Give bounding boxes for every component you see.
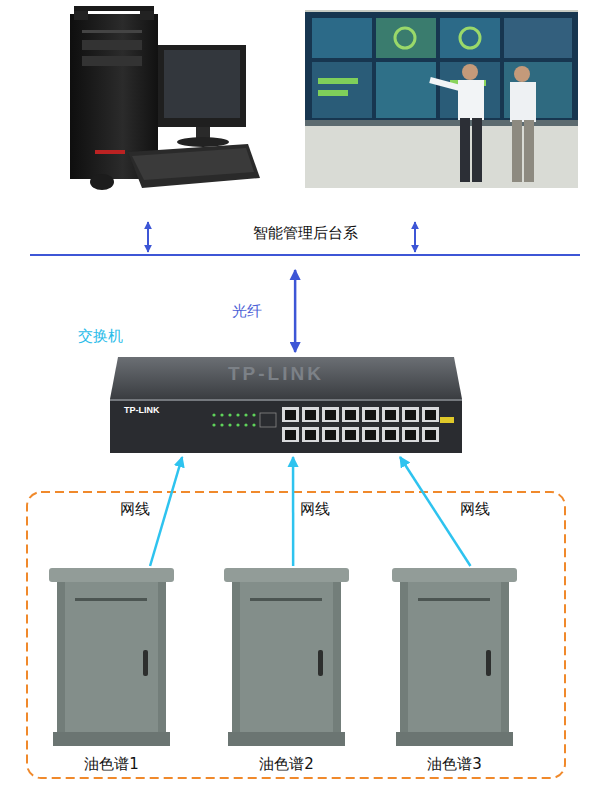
- dashed-group: [27, 492, 565, 778]
- connector-arrow: [150, 457, 182, 566]
- monitor-cabinet: 油色谱3: [388, 568, 521, 746]
- double-arrow: [147, 222, 149, 252]
- network-switch: 交换机TP-LINKTP-LINK: [110, 355, 462, 455]
- monitor-cabinet: 油色谱2: [220, 568, 353, 746]
- computer-illustration: [70, 6, 260, 190]
- brand-text: TP-LINK: [124, 405, 160, 415]
- bus-label: 智能管理后台系: [253, 224, 358, 243]
- connector-arrow: [294, 270, 297, 352]
- connector-label: 网线: [300, 500, 330, 519]
- connector-label: 光纤: [232, 302, 262, 321]
- cabinet-label: 油色谱2: [220, 755, 353, 774]
- double-arrow: [414, 222, 416, 252]
- switch-label: 交换机: [78, 327, 123, 346]
- cabinet-label: 油色谱3: [388, 755, 521, 774]
- connector-label: 网线: [460, 500, 490, 519]
- cabinet-illustration: [388, 568, 521, 746]
- control-room-photo: [305, 10, 578, 188]
- brand-text: TP-LINK: [228, 363, 324, 385]
- cabinet-label: 油色谱1: [45, 755, 178, 774]
- cabinet-illustration: [45, 568, 178, 746]
- connector-arrow: [400, 457, 470, 566]
- connector-arrow: [292, 457, 295, 566]
- connector-label: 网线: [120, 500, 150, 519]
- cabinet-illustration: [220, 568, 353, 746]
- monitor-cabinet: 油色谱1: [45, 568, 178, 746]
- system-bus: 智能管理后台系: [30, 222, 580, 256]
